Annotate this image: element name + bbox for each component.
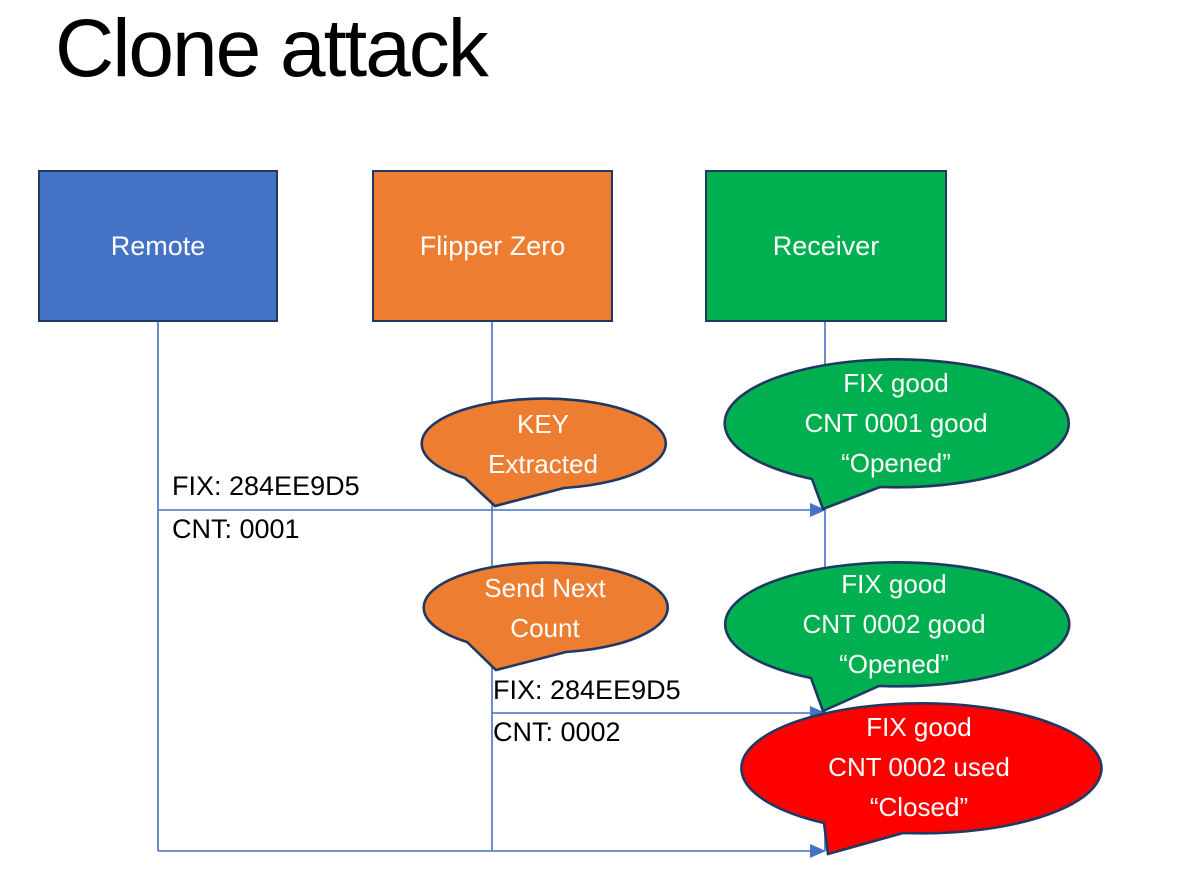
- message-2-fix-label: FIX: 284EE9D5: [493, 675, 681, 705]
- callout-key-extracted-shape: [420, 397, 667, 508]
- actor-remote: Remote: [38, 170, 278, 322]
- callout-send-next-count-shape: [422, 561, 669, 672]
- actor-remote-label: Remote: [110, 230, 206, 261]
- message-arrow-3-head-icon: [810, 844, 826, 858]
- actor-receiver-label: Receiver: [772, 230, 880, 261]
- actor-flipper-zero-label: Flipper Zero: [419, 230, 566, 261]
- callout-cnt-0002-closed-shape: [740, 702, 1103, 856]
- slide-title: Clone attack: [55, 3, 489, 94]
- callout-cnt-0001-opened-shape: [723, 358, 1070, 511]
- actor-receiver: Receiver: [705, 170, 947, 322]
- message-2-cnt-label: CNT: 0002: [493, 717, 621, 747]
- actor-flipper-zero: Flipper Zero: [372, 170, 613, 322]
- callout-cnt-0002-opened-shape: [723, 561, 1071, 713]
- message-1-cnt-label: CNT: 0001: [172, 514, 300, 544]
- message-arrow-1-head-icon: [810, 503, 826, 517]
- message-1-fix-label: FIX: 284EE9D5: [172, 471, 360, 501]
